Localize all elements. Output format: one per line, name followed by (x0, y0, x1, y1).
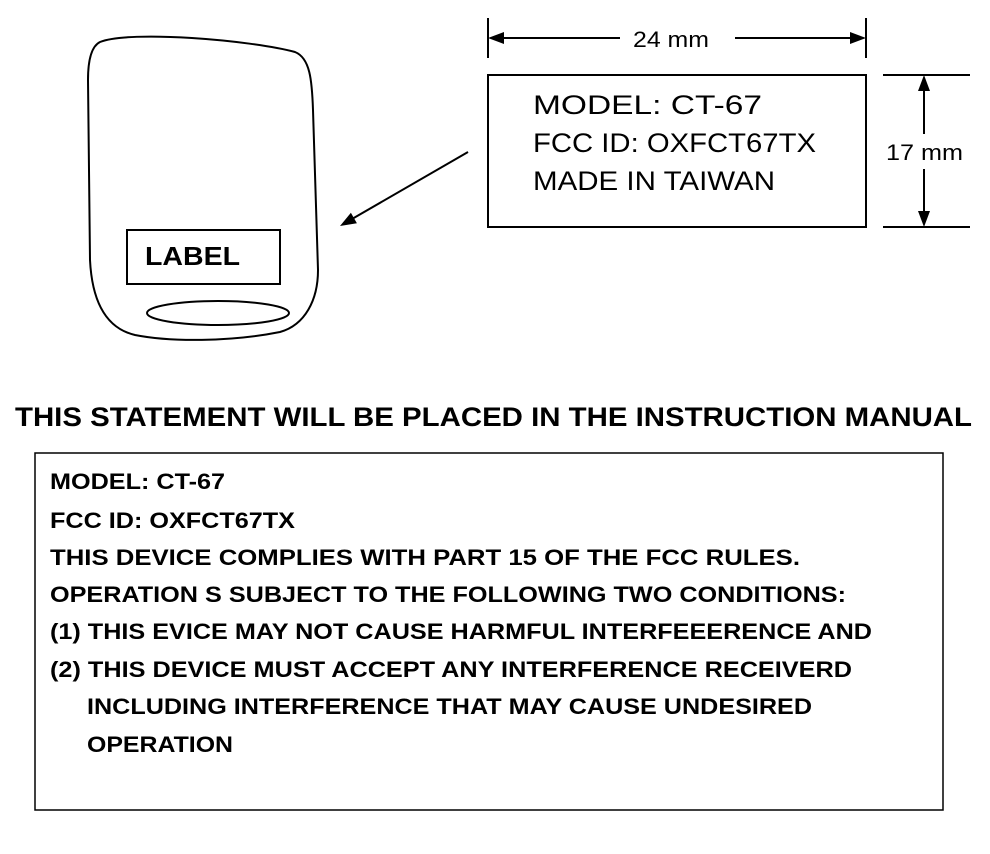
device-outline (86, 35, 320, 341)
statement-line-condition-2-cont: INCLUDING INTERFERENCE THAT MAY CAUSE UN… (87, 694, 812, 719)
width-dimension-arrow-left (488, 32, 504, 44)
statement-line-condition-1: (1) THIS EVICE MAY NOT CAUSE HARMFUL INT… (50, 619, 872, 644)
statement-line-condition-2: (2) THIS DEVICE MUST ACCEPT ANY INTERFER… (50, 657, 852, 682)
width-dimension: 24 mm (487, 18, 867, 58)
statement-line-fcc-id: FCC ID: OXFCT67TX (50, 508, 295, 533)
label-detail: MODEL: CT-67 FCC ID: OXFCT67TX MADE IN T… (487, 74, 867, 228)
statement-line-model: MODEL: CT-67 (50, 469, 225, 494)
device-slot (146, 300, 290, 326)
width-dimension-arrow-right (850, 32, 866, 44)
label-fcc-id-line: FCC ID: OXFCT67TX (533, 128, 816, 158)
statement-line-condition-2-end: OPERATION (87, 732, 233, 757)
device-label-box (126, 229, 281, 285)
height-dimension: 17 mm (883, 74, 970, 228)
pointer-arrow-shaft (351, 151, 469, 220)
pointer-arrow-head (340, 212, 357, 226)
width-dimension-text: 24 mm (633, 27, 709, 52)
statement-heading: THIS STATEMENT WILL BE PLACED IN THE INS… (15, 402, 972, 432)
statement-box: MODEL: CT-67 FCC ID: OXFCT67TX THIS DEVI… (34, 452, 944, 811)
statement-line-conditions-intro: OPERATION S SUBJECT TO THE FOLLOWING TWO… (50, 582, 846, 607)
height-dimension-arrow-top (918, 75, 930, 91)
device-label-text: LABEL (145, 241, 240, 271)
label-detail-box (487, 74, 867, 228)
statement-line-compliance: THIS DEVICE COMPLIES WITH PART 15 OF THE… (50, 545, 800, 570)
height-dimension-arrow-bottom (918, 211, 930, 227)
statement-box-border (34, 452, 944, 811)
device-drawing: LABEL (86, 35, 320, 341)
height-dimension-text: 17 mm (886, 140, 963, 165)
pointer-arrow (340, 151, 469, 226)
label-origin-line: MADE IN TAIWAN (533, 166, 775, 196)
label-model-line: MODEL: CT-67 (533, 90, 762, 120)
